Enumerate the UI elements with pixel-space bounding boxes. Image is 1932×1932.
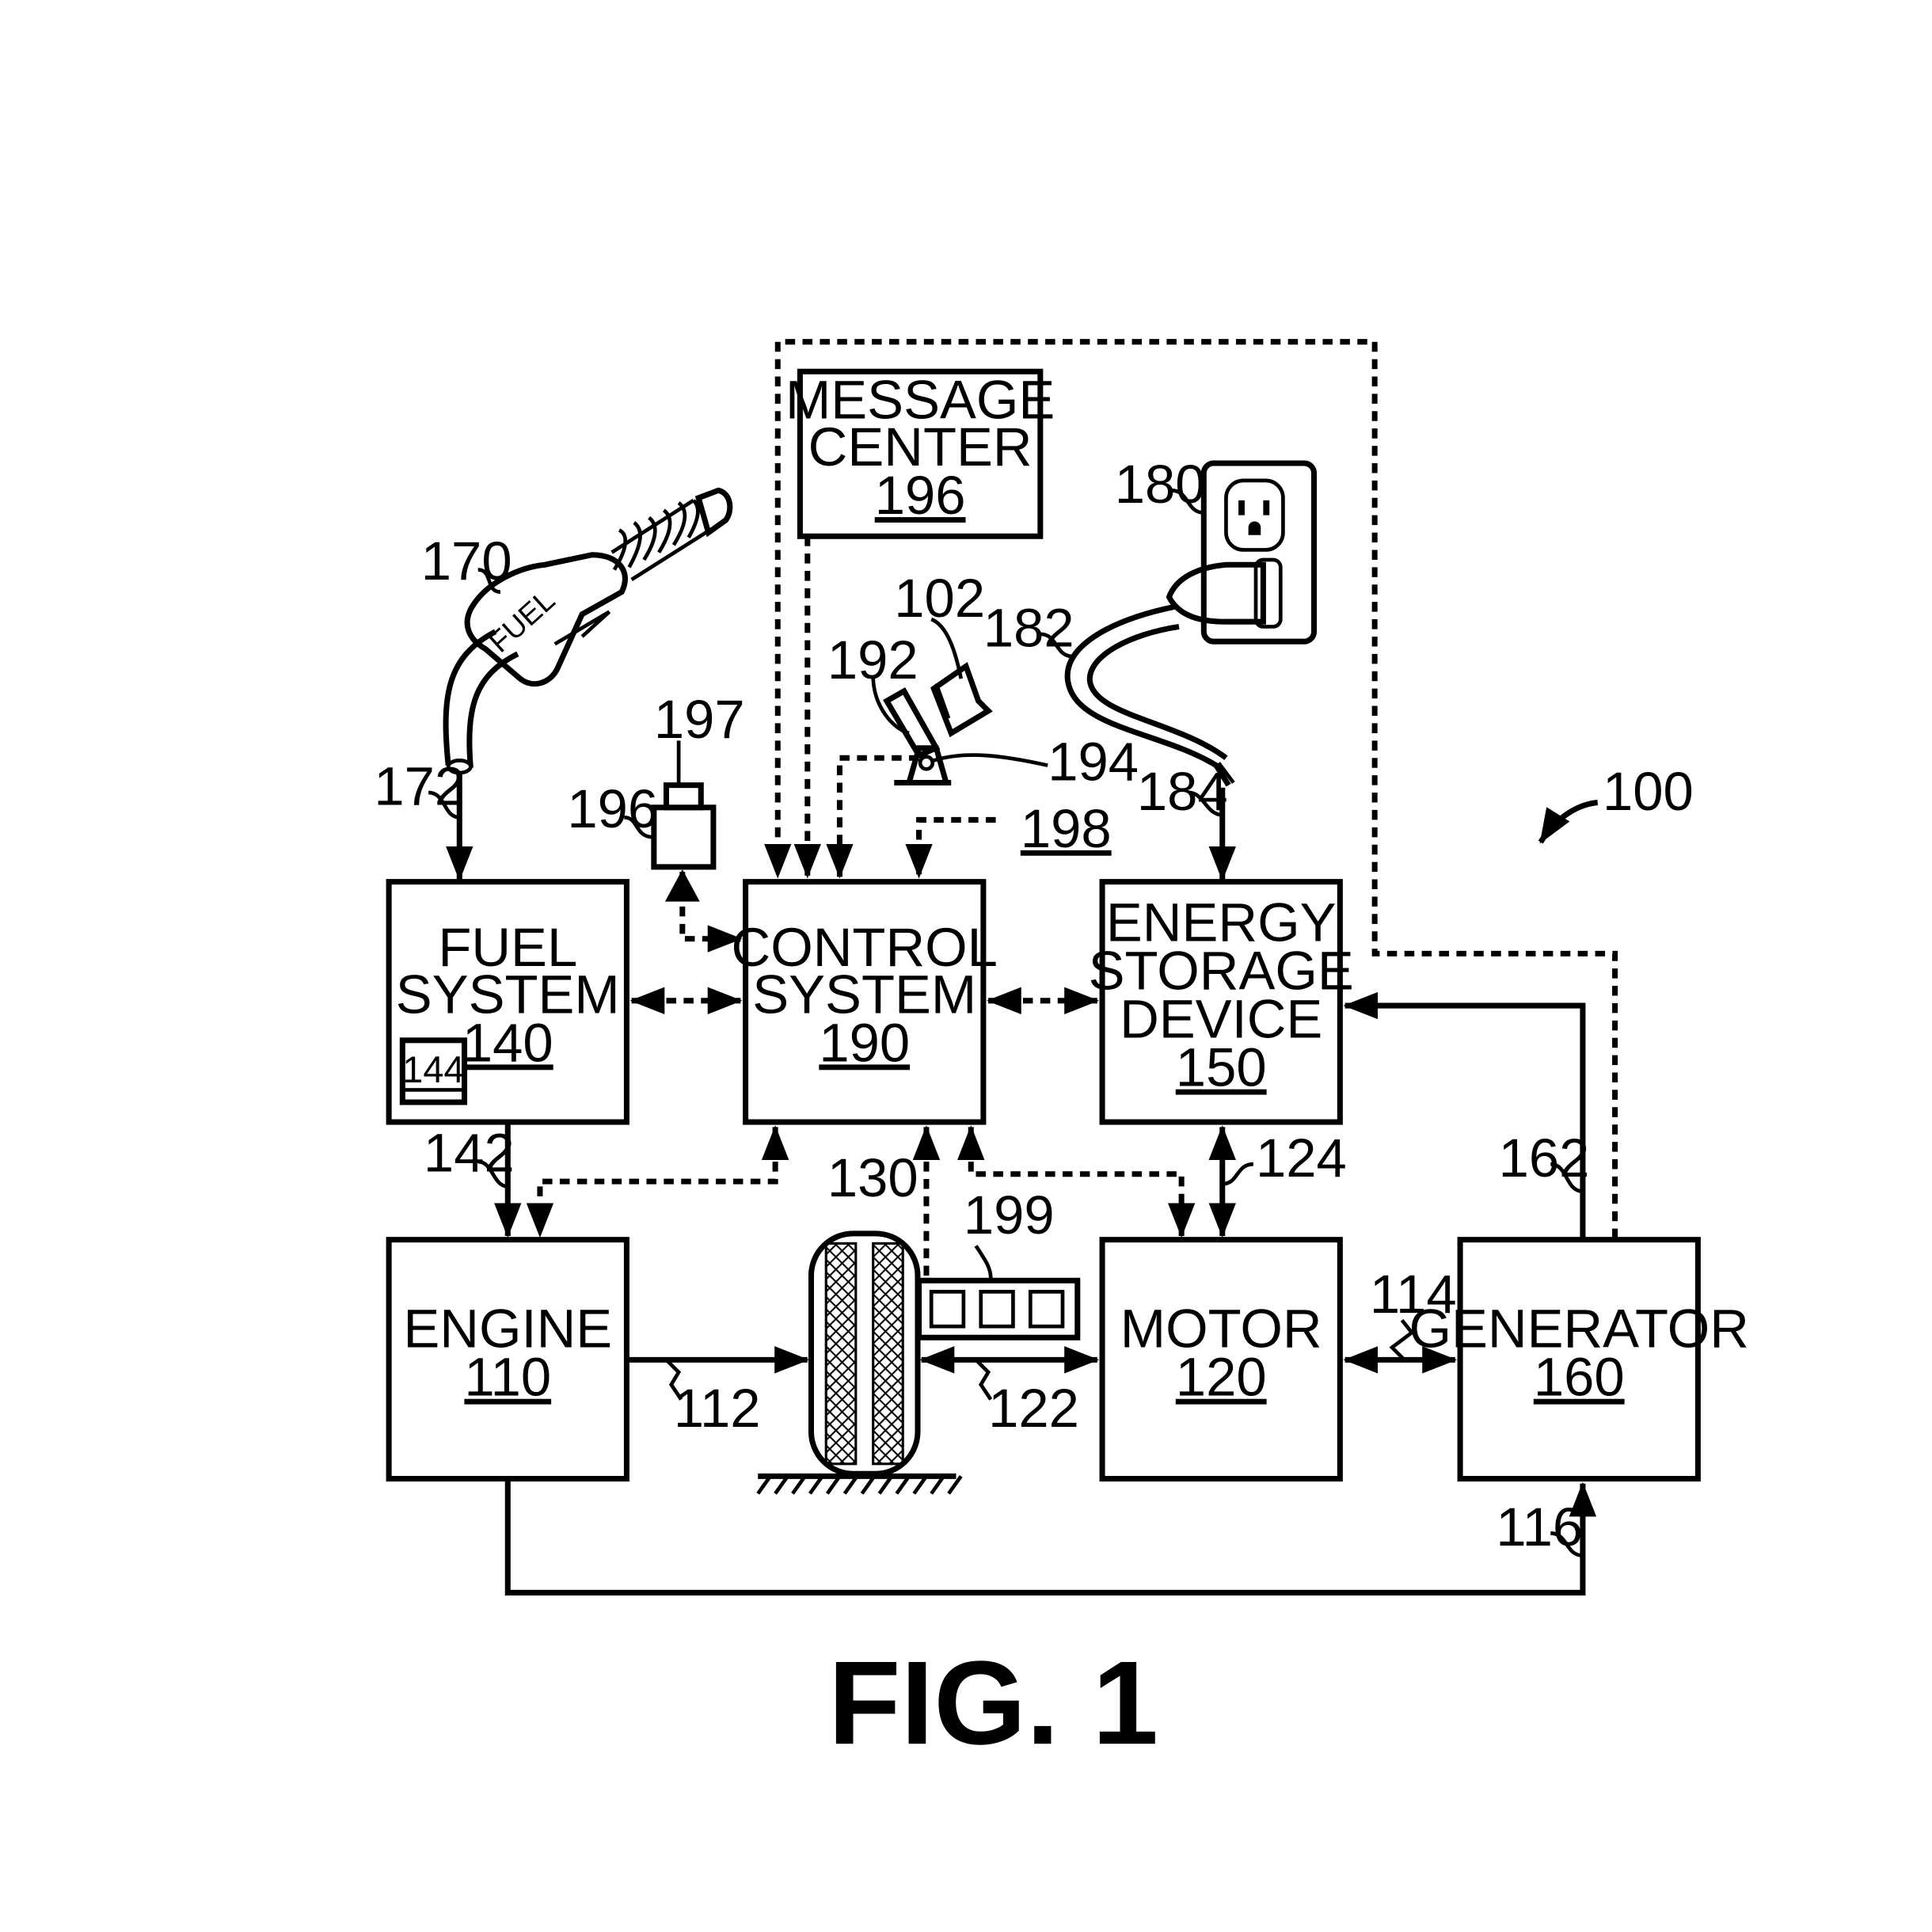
figure-label: FIG. 1 [828, 1636, 1158, 1769]
ref-184: 184 [1137, 761, 1228, 822]
ref-122: 122 [988, 1378, 1079, 1439]
fuel-tank-144: 144 [402, 1040, 464, 1102]
ref-197: 197 [654, 689, 745, 750]
generator-block: GENERATOR 160 [1409, 1240, 1749, 1479]
ref-116: 116 [1496, 1497, 1583, 1557]
electrical-outlet [1204, 463, 1314, 641]
message-center-number: 196 [875, 465, 966, 526]
ref-172: 172 [374, 756, 465, 817]
ref-170: 170 [421, 531, 512, 591]
ref-198: 198 [1021, 798, 1112, 859]
energy-storage-number: 150 [1176, 1037, 1267, 1098]
ref-100: 100 [1603, 761, 1694, 822]
ref-194: 194 [1048, 731, 1139, 792]
energy-storage-block: ENERGY STORAGE DEVICE 150 [1089, 882, 1354, 1122]
nozzle-spring [612, 500, 706, 580]
ref-130: 130 [827, 1147, 918, 1208]
ref-112: 112 [674, 1378, 761, 1439]
ref-124: 124 [1256, 1128, 1347, 1188]
fuel-system-block: FUEL SYSTEM 140 144 [389, 882, 626, 1122]
engine-number: 110 [464, 1347, 551, 1408]
message-center-block: MESSAGE CENTER 196 [785, 370, 1055, 537]
drive-wheel [758, 1234, 961, 1493]
ref-142: 142 [424, 1123, 515, 1184]
control-system-number: 190 [819, 1012, 910, 1073]
engine-block: ENGINE 110 [389, 1240, 626, 1479]
ref-196: 196 [567, 778, 658, 839]
ref-192: 192 [827, 629, 918, 690]
motor-block: MOTOR 120 [1102, 1240, 1340, 1479]
ref-102: 102 [894, 568, 985, 629]
fuel-tank-number: 144 [402, 1049, 464, 1090]
sensor-array [919, 1280, 1078, 1337]
control-system-block: CONTROL SYSTEM 190 [732, 882, 998, 1122]
generator-number: 160 [1534, 1347, 1625, 1408]
ref-114: 114 [1370, 1264, 1457, 1325]
ref-199: 199 [964, 1185, 1055, 1246]
fuel-system-number: 140 [462, 1012, 553, 1073]
ref-180: 180 [1115, 454, 1206, 515]
sensor-device [654, 785, 713, 867]
nozzle-fuel-text: FUEL [482, 583, 561, 658]
ref-162: 162 [1499, 1128, 1590, 1188]
motor-number: 120 [1176, 1347, 1267, 1408]
ref-182: 182 [983, 597, 1074, 658]
